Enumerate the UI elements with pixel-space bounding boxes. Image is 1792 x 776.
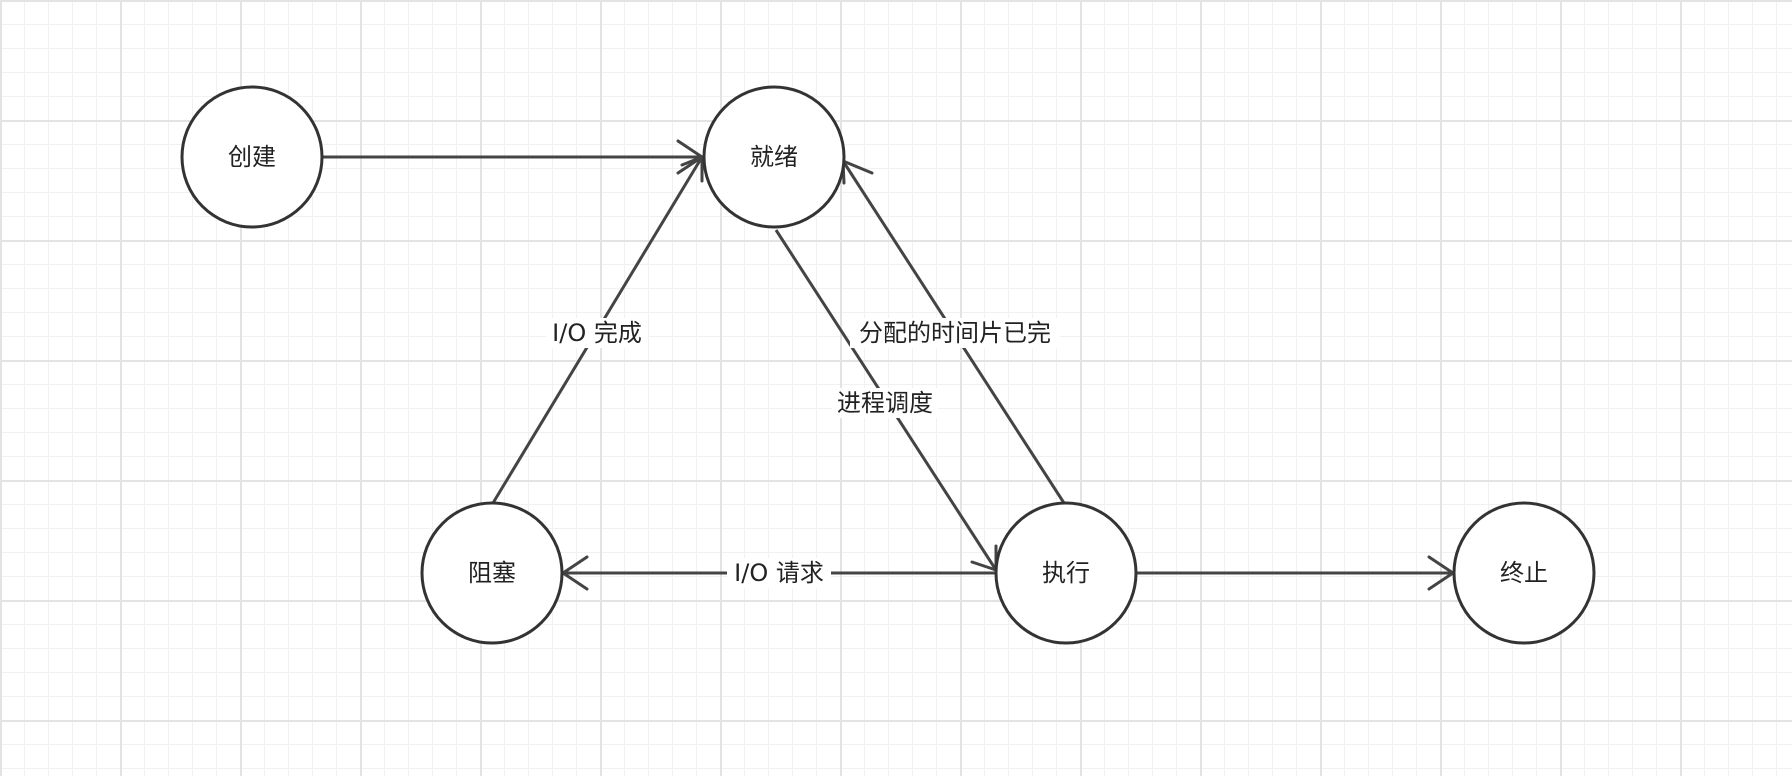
node-running-label: 执行	[1042, 559, 1090, 587]
io-complete-label: I/O 完成	[552, 319, 642, 347]
node-ready-label: 就绪	[750, 143, 798, 171]
edge-label-process-schedule: 进程调度	[832, 388, 938, 418]
node-running[interactable]: 执行	[994, 501, 1138, 645]
edge-create-to-ready[interactable]	[322, 139, 704, 175]
edge-label-io-request: I/O 请求	[727, 558, 831, 588]
edge-running-to-terminated[interactable]	[1137, 555, 1455, 591]
node-blocked-label: 阻塞	[468, 559, 516, 587]
node-create-label: 创建	[228, 143, 276, 171]
node-create[interactable]: 创建	[180, 85, 324, 229]
process-schedule-label: 进程调度	[837, 389, 933, 417]
node-blocked[interactable]: 阻塞	[420, 501, 564, 645]
io-request-label: I/O 请求	[734, 559, 824, 587]
node-ready[interactable]: 就绪	[702, 85, 846, 229]
node-terminated[interactable]: 终止	[1452, 501, 1596, 645]
edge-label-time-slice-done: 分配的时间片已完	[850, 318, 1060, 348]
edge-label-io-complete: I/O 完成	[546, 318, 648, 348]
time-slice-done-label: 分配的时间片已完	[859, 319, 1051, 347]
node-terminated-label: 终止	[1500, 559, 1548, 587]
